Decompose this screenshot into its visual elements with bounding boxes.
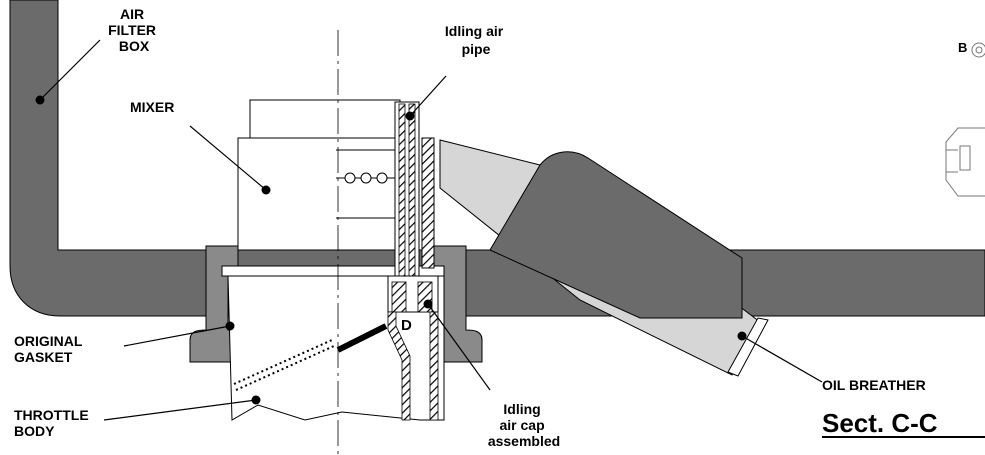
label-idling-air-pipe: Idling air pipe <box>445 23 507 57</box>
throttle-plate <box>336 323 388 353</box>
mixer-holes <box>344 172 388 184</box>
label-point-d: D <box>401 317 412 334</box>
leader-lines <box>35 39 823 421</box>
label-original-gasket: ORIGINAL GASKET <box>14 333 86 365</box>
label-point-b: B <box>958 40 967 55</box>
detail-b-drawing <box>945 42 985 197</box>
section-title: Sect. C-C <box>822 408 938 438</box>
label-mixer: MIXER <box>130 99 174 115</box>
idling-air-pipe <box>394 101 435 281</box>
breather-housing <box>489 151 743 319</box>
idling-air-cap <box>387 275 439 421</box>
label-throttle-body: THROTTLE BODY <box>14 407 93 439</box>
label-idling-air-cap: Idling air cap assembled <box>488 401 560 449</box>
label-oil-breather: OIL BREATHER <box>822 377 926 393</box>
label-air-filter-box: AIR FILTER BOX <box>108 6 160 54</box>
